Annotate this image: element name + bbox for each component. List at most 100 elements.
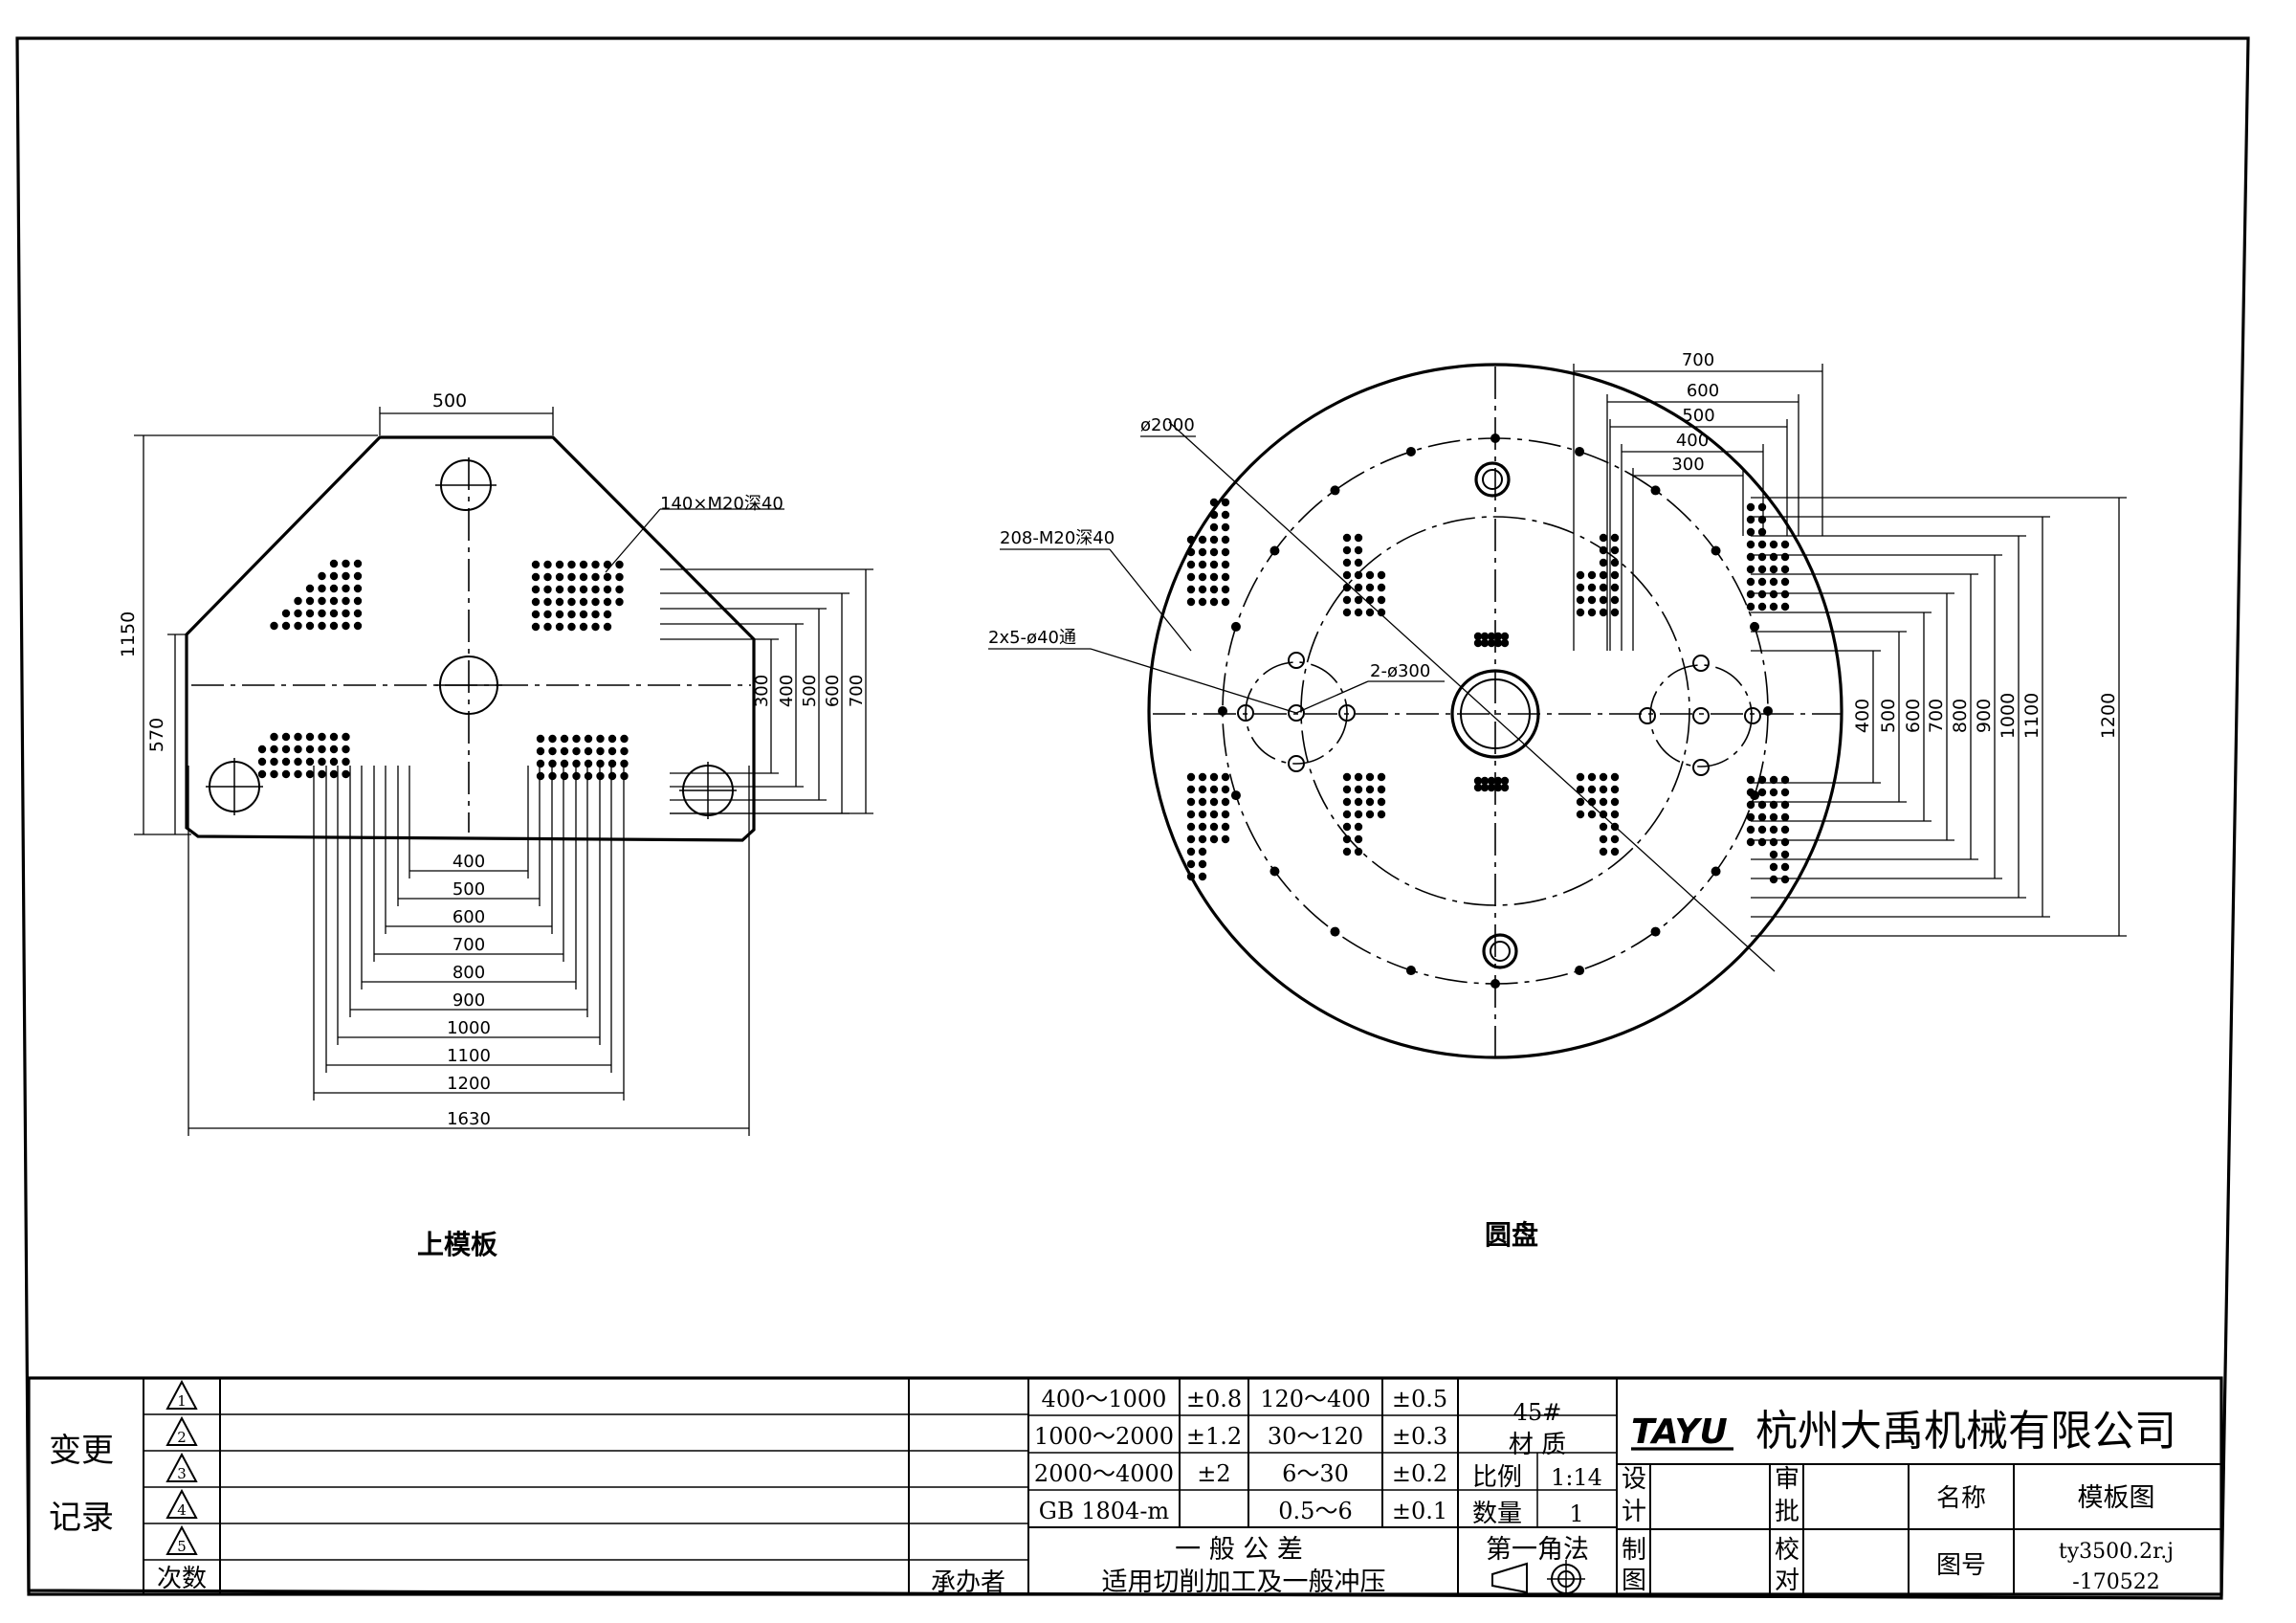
tapped-hole: [543, 622, 552, 632]
draw-label-2: 图: [1622, 1567, 1646, 1595]
tapped-hole: [603, 560, 612, 569]
tapped-hole: [1198, 834, 1207, 844]
tapped-hole: [531, 622, 541, 632]
tapped-hole: [1599, 570, 1608, 580]
tapped-hole: [1221, 772, 1230, 782]
tapped-hole: [1230, 790, 1241, 801]
tapped-hole: [591, 597, 600, 607]
tapped-hole: [1763, 706, 1773, 716]
tapped-hole: [1209, 522, 1219, 532]
tapped-hole: [1490, 434, 1500, 443]
tapped-hole: [531, 597, 541, 607]
tapped-hole: [607, 771, 617, 781]
tapped-hole: [1757, 800, 1767, 810]
design-label-1: 设: [1622, 1465, 1646, 1494]
tapped-hole: [329, 621, 339, 631]
tapped-hole: [270, 769, 278, 779]
tapped-hole: [1769, 577, 1778, 587]
tapped-hole: [584, 734, 593, 744]
tapped-hole: [548, 759, 557, 768]
tapped-hole: [1780, 540, 1790, 549]
tapped-hole: [620, 759, 629, 768]
tapped-hole: [1599, 810, 1608, 819]
projection-symbol: [1491, 1562, 1528, 1594]
tapped-hole: [1746, 602, 1755, 611]
tapped-hole: [294, 621, 302, 631]
tapped-hole: [1342, 533, 1352, 543]
tapped-hole: [1480, 632, 1490, 641]
tapped-hole: [579, 560, 588, 569]
dim-label: 700: [453, 935, 485, 955]
tapped-hole: [1575, 446, 1585, 456]
disc-tapped-holes: [1186, 434, 1790, 989]
tapped-hole: [584, 746, 593, 756]
tapped-hole: [1221, 522, 1230, 532]
tapped-hole: [1610, 847, 1620, 856]
tapped-hole: [567, 560, 576, 569]
tapped-hole: [1480, 776, 1490, 786]
tapped-hole: [579, 622, 588, 632]
tapped-hole: [531, 572, 541, 582]
tapped-hole: [1377, 797, 1386, 807]
tapped-hole: [560, 771, 569, 781]
tapped-hole: [329, 732, 339, 742]
tapped-hole: [1500, 776, 1510, 786]
tapped-hole: [1342, 834, 1352, 844]
tapped-hole: [1493, 783, 1503, 792]
tapped-hole: [1599, 583, 1608, 592]
tapped-hole: [1186, 822, 1196, 832]
revision-number: 4: [177, 1501, 187, 1519]
tapped-hole: [1198, 597, 1207, 607]
tolerance-cell: ±0.3: [1392, 1423, 1447, 1450]
tapped-hole: [1221, 822, 1230, 832]
tapped-hole: [1746, 800, 1755, 810]
tapped-hole: [1209, 772, 1219, 782]
tapped-hole: [305, 609, 315, 618]
tapped-hole: [572, 734, 581, 744]
tapped-hole: [329, 757, 339, 767]
check-label-1: 校: [1775, 1536, 1799, 1565]
tapped-hole: [591, 610, 600, 619]
tapped-hole: [1342, 847, 1352, 856]
tapped-hole: [1209, 510, 1219, 520]
tapped-hole: [342, 609, 350, 618]
tapped-hole: [1599, 558, 1608, 567]
tapped-hole: [1599, 834, 1608, 844]
dim-height-1150: 1150: [118, 611, 139, 657]
tapped-hole: [615, 585, 624, 594]
tapped-hole: [1354, 772, 1363, 782]
tapped-hole: [1209, 597, 1219, 607]
tapped-hole: [1221, 810, 1230, 819]
tapped-hole: [1599, 772, 1608, 782]
tapped-hole: [1780, 862, 1790, 872]
tapped-hole: [1757, 515, 1767, 524]
tapped-hole: [1354, 533, 1363, 543]
quantity-value: 1: [1569, 1501, 1583, 1527]
station-circle-left: [1245, 661, 1348, 765]
dim-label: 1000: [1998, 693, 2019, 739]
tapped-hole: [1342, 545, 1352, 555]
tapped-hole: [1769, 788, 1778, 797]
note-disc-holes: 208-M20深40: [1000, 528, 1115, 548]
caption-upper-platen: 上模板: [417, 1229, 497, 1260]
tapped-hole: [1650, 926, 1661, 937]
platen-outline: [185, 435, 756, 842]
tapped-hole: [1487, 638, 1496, 648]
tapped-hole: [1780, 788, 1790, 797]
tapped-hole: [1269, 866, 1280, 877]
tapped-hole: [329, 769, 339, 779]
tapped-hole: [1599, 608, 1608, 617]
tolerance-cell: 1000～2000: [1034, 1423, 1174, 1450]
tolerance-cell: ±1.2: [1186, 1423, 1242, 1450]
tapped-hole: [1354, 545, 1363, 555]
revision-triangle: [166, 1415, 198, 1446]
tapped-hole: [1769, 602, 1778, 611]
tapped-hole: [615, 560, 624, 569]
dim-label: 1000: [447, 1018, 491, 1038]
tapped-hole: [1599, 595, 1608, 605]
change-label-2: 记录: [49, 1499, 114, 1537]
tapped-hole: [1330, 485, 1340, 496]
tapped-hole: [555, 597, 564, 607]
tapped-hole: [1610, 570, 1620, 580]
